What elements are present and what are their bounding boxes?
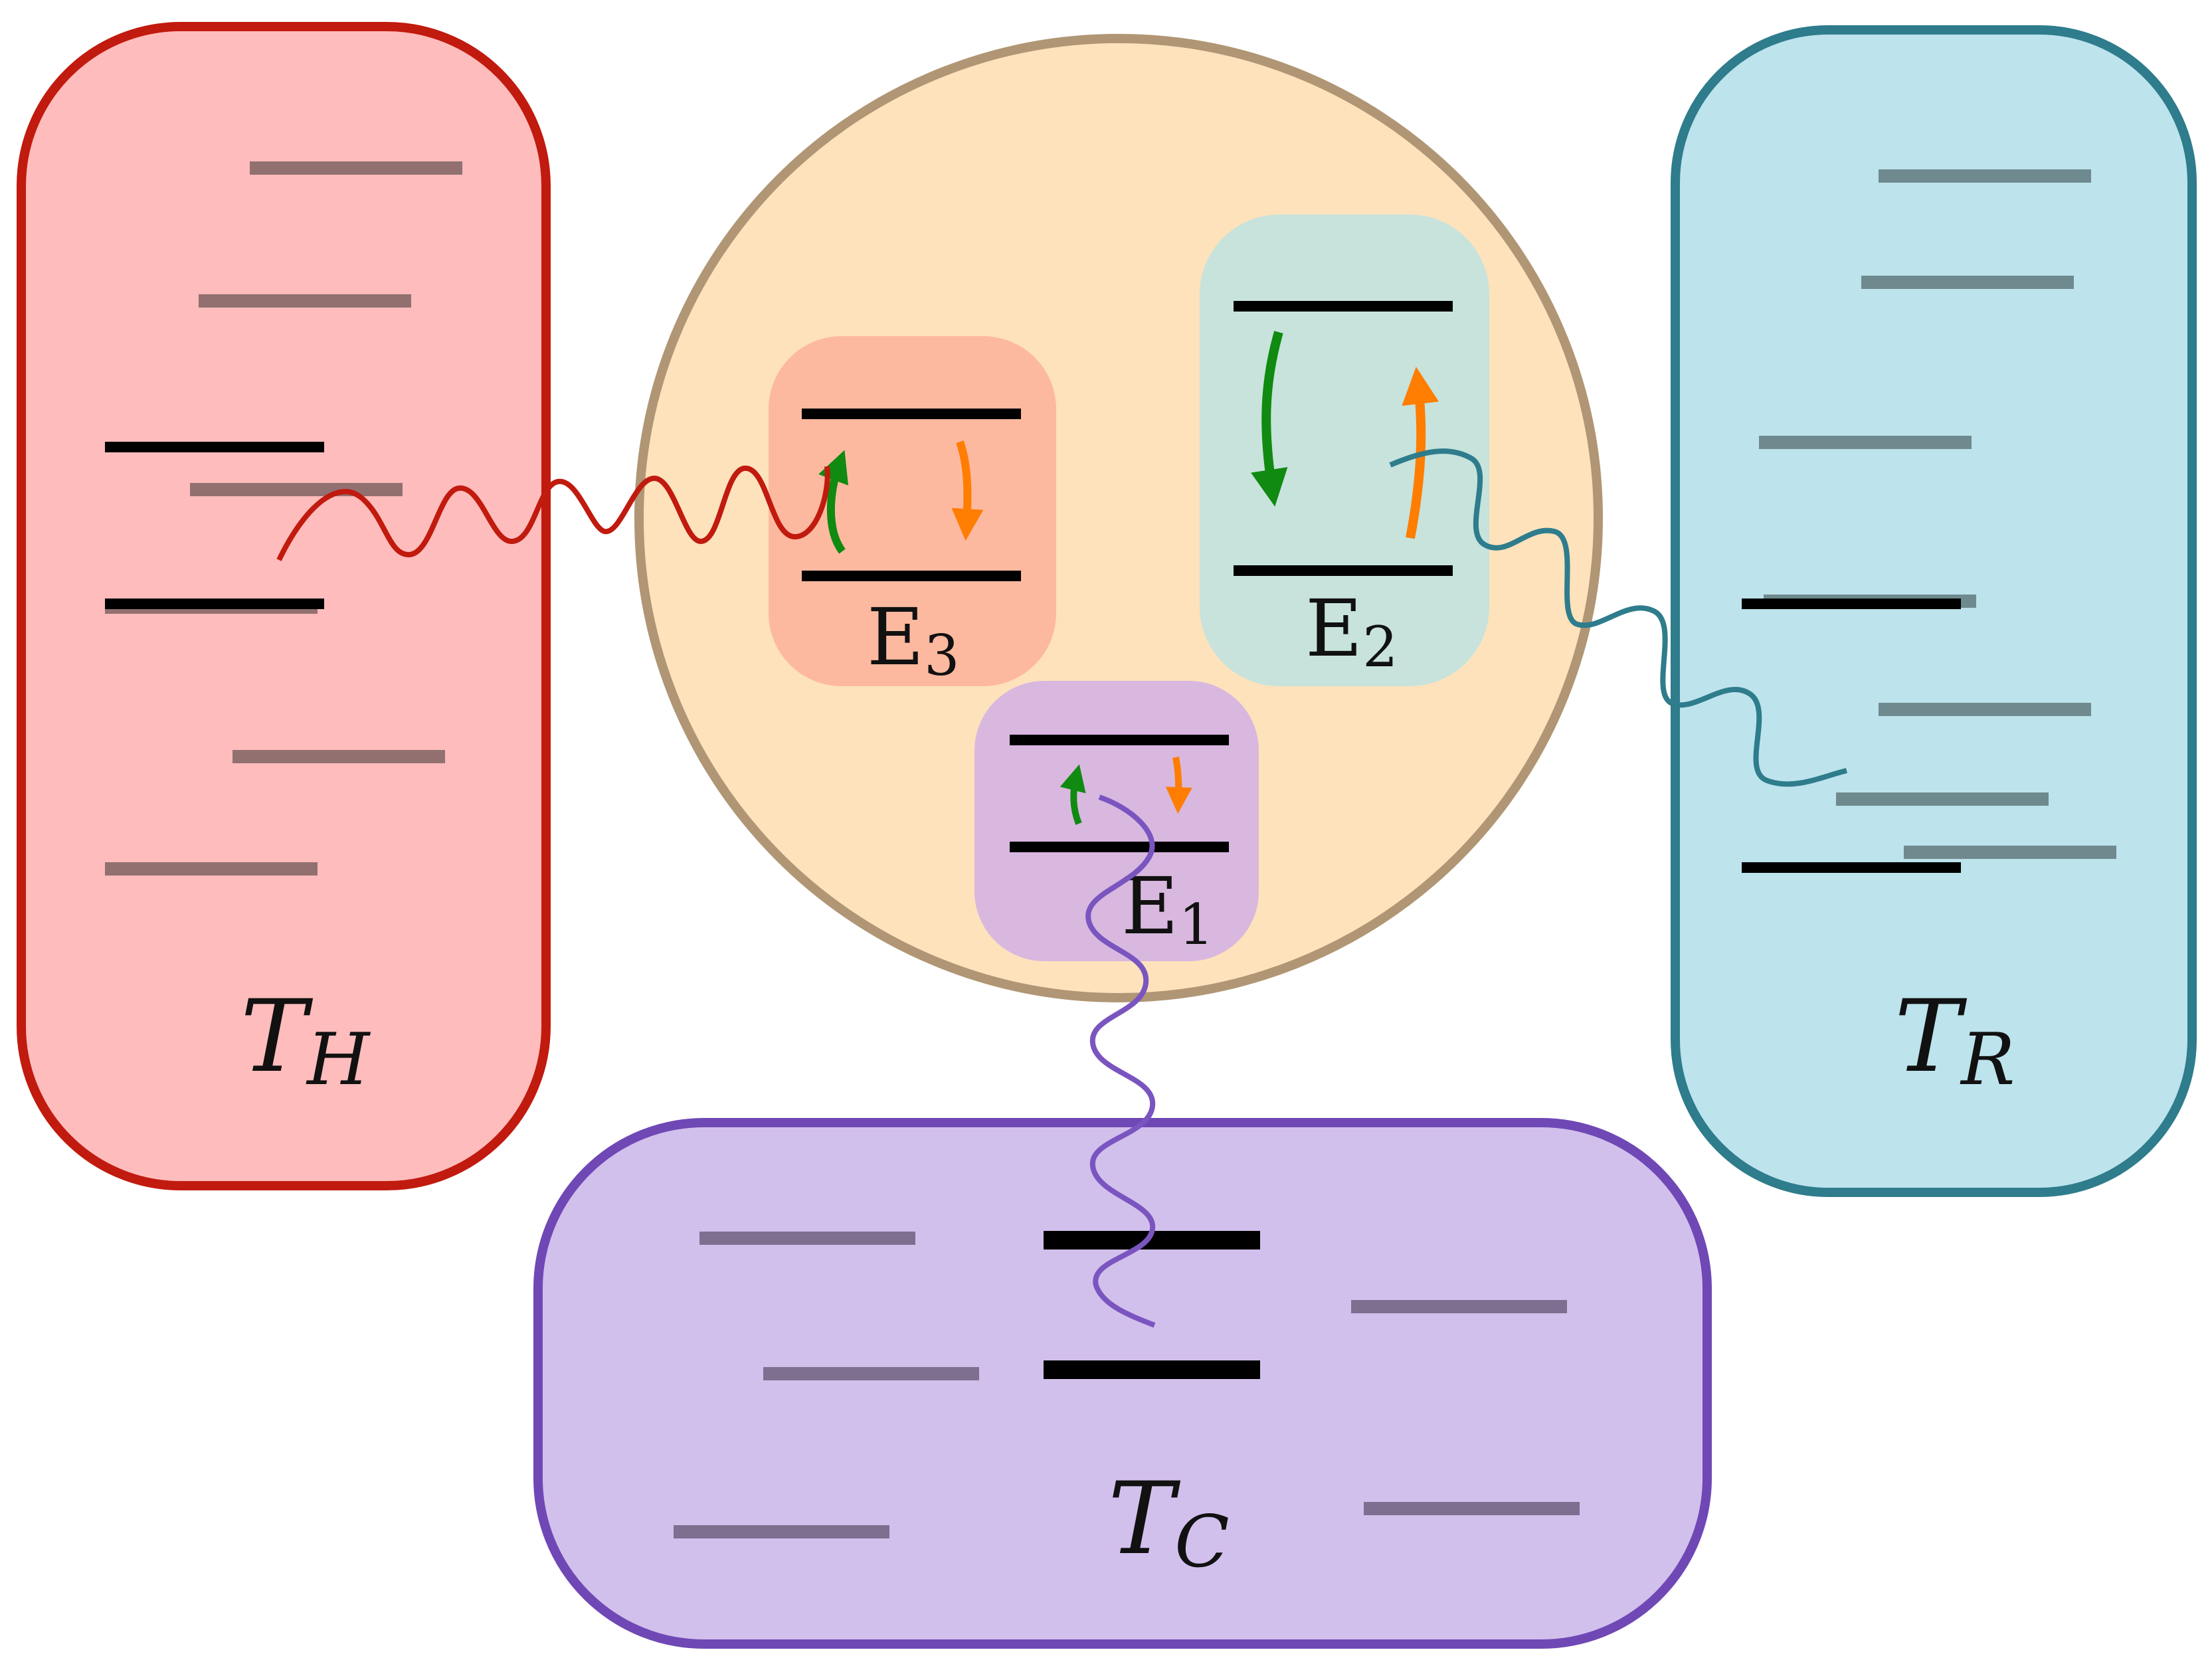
e3-green-up-arrow: [818, 450, 849, 554]
cold-reservoir-symbol: T: [1108, 1461, 1181, 1577]
e2-symbol: E: [1305, 583, 1362, 674]
e1-orange-down-arrow: [1165, 757, 1192, 814]
hot-coupling-wave: [276, 465, 830, 561]
e1-label: E1: [1121, 860, 1214, 957]
hot-reservoir-symbol: T: [240, 979, 314, 1095]
e2-subscript: 2: [1362, 614, 1398, 680]
hot-reservoir-resonant-levels: [105, 442, 324, 609]
quantum-system: E3 E2 E1: [634, 34, 1603, 1002]
e2-label: E2: [1305, 583, 1398, 680]
right-reservoir: TR: [1671, 25, 2197, 1197]
right-reservoir-label: TR: [1894, 979, 2015, 1101]
e3-label: E3: [867, 591, 960, 688]
e2-green-down-arrow: [1251, 331, 1288, 507]
right-reservoir-box: [1671, 25, 2197, 1197]
cold-reservoir-subscript: C: [1174, 1501, 1230, 1584]
e3-symbol: E: [867, 591, 924, 683]
right-reservoir-resonant-levels: [1742, 599, 1961, 873]
cold-reservoir-resonant-levels: [1044, 1231, 1260, 1379]
cold-reservoir: TC: [533, 1118, 1712, 1649]
right-coupling-wave: [1389, 448, 1847, 787]
e3-orange-down-arrow: [951, 440, 984, 541]
e3-subscript: 3: [924, 623, 959, 688]
cold-coupling-wave: [1085, 794, 1156, 1328]
right-reservoir-subscript: R: [1960, 1018, 2015, 1101]
hot-reservoir-label: TH: [240, 979, 371, 1101]
e1-green-up-arrow: [1060, 764, 1086, 825]
cold-reservoir-bath-levels: [674, 1232, 1580, 1538]
e3-box: [769, 336, 1056, 686]
e1-subscript: 1: [1178, 892, 1214, 957]
e3-transition: E3: [769, 336, 1056, 688]
cold-reservoir-label: TC: [1108, 1461, 1230, 1584]
right-reservoir-symbol: T: [1894, 979, 1968, 1095]
hot-reservoir: TH: [17, 22, 551, 1190]
e2-transition: E2: [1200, 215, 1489, 686]
e1-transition: E1: [974, 681, 1259, 961]
e1-box: [974, 681, 1259, 961]
hot-reservoir-subscript: H: [306, 1018, 371, 1101]
